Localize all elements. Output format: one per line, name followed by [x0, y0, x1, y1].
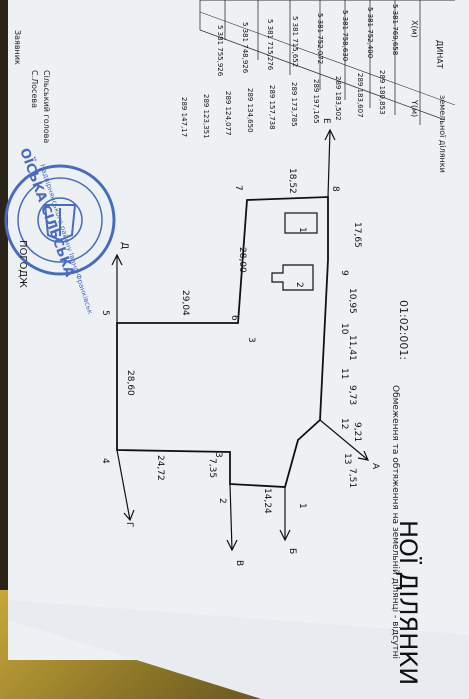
trident-emblem: [43, 204, 77, 242]
y-value: 289 173,785: [290, 82, 298, 127]
segment-length: 28,60: [125, 370, 135, 396]
y-value: 289 134,650: [246, 88, 254, 133]
x-value: 5 381 715,276: [266, 19, 274, 71]
segment-length: 18,52: [287, 168, 297, 194]
neighbor-arrows: [111, 128, 370, 552]
segment-length: 17,65: [352, 222, 362, 248]
x-value: 5 381 769,658: [391, 4, 399, 55]
side-role2: Заявник: [13, 30, 22, 65]
vertex-label: 12: [339, 418, 349, 429]
x-value: 5 381 755,926: [216, 25, 224, 77]
neighbor-letter: В: [234, 560, 244, 566]
vertex-label: 11: [339, 368, 349, 379]
vertex-label: 13: [342, 453, 352, 464]
building-1: [284, 212, 318, 234]
vertex-label: 2: [217, 498, 227, 504]
building-2-label: 2: [294, 282, 304, 288]
x-value: 5 381 752,072: [316, 13, 324, 64]
document-title: НОЇ ДІЛЯНКИ: [394, 520, 423, 685]
building-2: [271, 264, 314, 291]
neighbor-letter: Д: [119, 242, 129, 249]
signatory-name: С.Лосева: [30, 70, 39, 108]
segment-length: 10,95: [347, 288, 357, 314]
vertex-label: 9: [339, 270, 349, 276]
extra-label: 3: [246, 337, 256, 343]
x-value: 5 381 752,400: [366, 7, 374, 58]
col-x-header: X(м): [410, 20, 419, 38]
neighbor-letters: А Б В Г Д Е: [119, 118, 380, 566]
vertex-label: 7: [233, 185, 243, 191]
vertex-label: 1: [297, 503, 307, 509]
agreed-label: ПОГОДЖ: [17, 240, 28, 288]
vertex-label: 3: [213, 452, 223, 458]
paper-sheet: [8, 0, 469, 660]
y-value: 289 124,077: [224, 91, 232, 136]
stamp-inner-text: Надвірнянського району Івано-Франківськ: [38, 163, 94, 315]
signatory-role: Сільський голова: [42, 70, 51, 143]
y-value: 289 183,502: [334, 76, 342, 121]
segment-length: 9,73: [347, 385, 357, 405]
plot-boundary: [116, 196, 329, 488]
building-1-label: 1: [297, 227, 307, 233]
y-value: 289 123,351: [202, 94, 210, 139]
x-values-column: 5 381 769,658 5 381 752,400 5 381 758,630 5…: [216, 4, 399, 77]
segment-length: 9,21: [352, 422, 362, 442]
neighbor-letter: Б: [287, 548, 297, 554]
col-y-header: Y(м): [410, 99, 419, 117]
y-value: 289 197,165: [312, 79, 320, 124]
segment-length: 24,72: [155, 455, 165, 481]
segment-length: 11,41: [347, 335, 357, 361]
restrictions-caption: Обмеження та обтяження на земельній діля…: [390, 385, 400, 659]
neighbor-letter: Е: [321, 118, 331, 124]
vertex-label: 5: [100, 310, 110, 316]
y-value: 289 183,607: [356, 73, 364, 118]
y-values-column: 289 180,853 289 183,607 289 183,502 289 197…: [180, 70, 386, 139]
segment-length: 28,00: [237, 247, 247, 273]
coordinates-table: ДИНАТ земельної ділянки Y(м) X(м) 5 381 …: [180, 0, 456, 173]
official-stamp: ОЇСЬКА СІЛЬСЬКА Надвірнянського району І…: [4, 146, 116, 315]
segment-length: 14,24: [262, 488, 272, 514]
table-title-right: ДИНАТ: [435, 40, 444, 69]
cadastral-code: 01:02:001:: [397, 300, 410, 360]
vertex-label: 8: [330, 186, 340, 192]
segment-lengths: 18,52 17,65 28,00 29,04 10,95 11,41 9,73 9,21 7,…: [125, 168, 362, 514]
vertex-label: 10: [339, 323, 349, 335]
segment-length: 7,35: [207, 458, 217, 478]
neighbor-letter: Г: [124, 522, 134, 528]
segment-length: 7,51: [347, 468, 357, 488]
vertex-label: 4: [100, 458, 110, 464]
vertex-label: 6: [229, 315, 239, 321]
segment-length: 29,04: [180, 290, 190, 316]
x-value: 5 381 715,652: [291, 16, 299, 67]
neighbor-letter: А: [370, 463, 380, 470]
table-title: земельної ділянки: [438, 95, 447, 173]
y-value: 289 157,738: [268, 85, 276, 130]
x-value: 5 381 748,926: [241, 22, 249, 74]
y-value: 289 180,853: [378, 70, 386, 115]
x-value: 5 381 758,630: [341, 10, 349, 61]
y-value: 289 147,17: [180, 97, 188, 137]
